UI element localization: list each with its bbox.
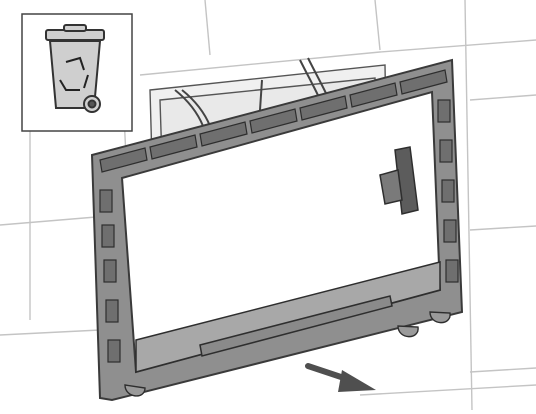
frame-right-ribs [437,99,459,283]
arrow-remove-icon [305,363,376,392]
frame-bottom-ledge [135,261,441,373]
frame-bracket-clip [379,146,419,215]
frame-top-ribs [99,69,448,173]
recycle-inset [21,13,133,132]
frame-bottom-tabs [124,311,451,397]
frame-left-ribs [99,189,121,363]
mounting-frame [90,58,464,402]
recycle-bin-icon [45,24,105,113]
